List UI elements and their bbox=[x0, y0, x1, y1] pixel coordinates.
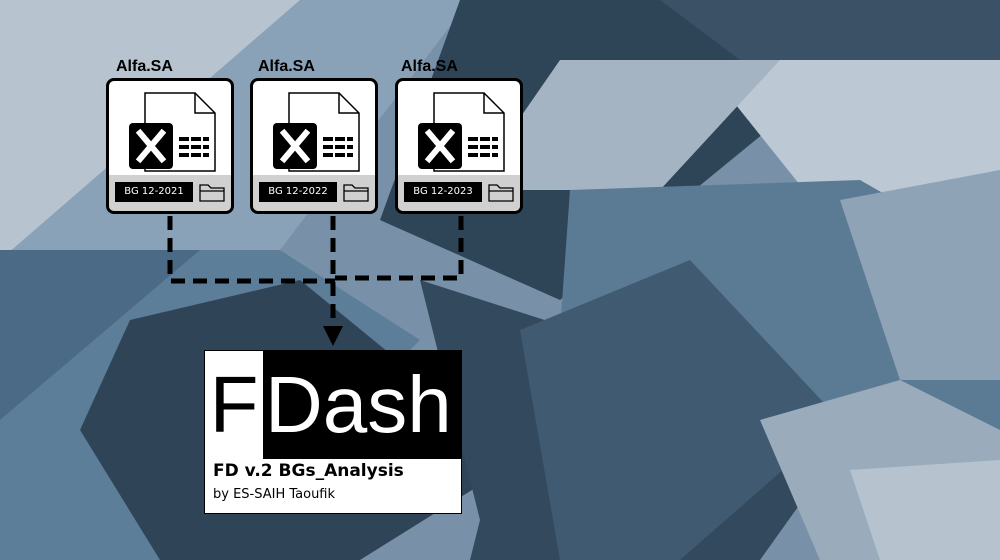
folder-icon[interactable] bbox=[199, 182, 225, 202]
company-label: Alfa.SA bbox=[401, 58, 458, 75]
company-label: Alfa.SA bbox=[116, 58, 173, 75]
file-label: BG 12-2021 bbox=[115, 182, 193, 202]
file-bar: BG 12-2023 bbox=[398, 175, 520, 211]
excel-icon bbox=[129, 92, 216, 172]
excel-file-card[interactable]: BG 12-2021 bbox=[106, 78, 234, 214]
file-label: BG 12-2022 bbox=[259, 182, 337, 202]
brand-author: by ES-SAIH Taoufik bbox=[213, 487, 336, 502]
brand-title: FD v.2 BGs_Analysis bbox=[213, 461, 404, 481]
logo-word: Dash bbox=[263, 351, 461, 459]
file-bar: BG 12-2021 bbox=[109, 175, 231, 211]
file-label: BG 12-2023 bbox=[404, 182, 482, 202]
logo-letter: F bbox=[205, 351, 263, 459]
arrow-head-icon bbox=[323, 326, 343, 346]
excel-file-card[interactable]: BG 12-2023 bbox=[395, 78, 523, 214]
excel-file-card[interactable]: BG 12-2022 bbox=[250, 78, 378, 214]
fdash-brand-card: F Dash FD v.2 BGs_Analysis by ES-SAIH Ta… bbox=[204, 350, 462, 514]
folder-icon[interactable] bbox=[343, 182, 369, 202]
file-bar: BG 12-2022 bbox=[253, 175, 375, 211]
folder-icon[interactable] bbox=[488, 182, 514, 202]
company-label: Alfa.SA bbox=[258, 58, 315, 75]
excel-icon bbox=[418, 92, 505, 172]
connector-left bbox=[167, 216, 335, 284]
connector-right bbox=[335, 216, 464, 281]
excel-icon bbox=[273, 92, 360, 172]
